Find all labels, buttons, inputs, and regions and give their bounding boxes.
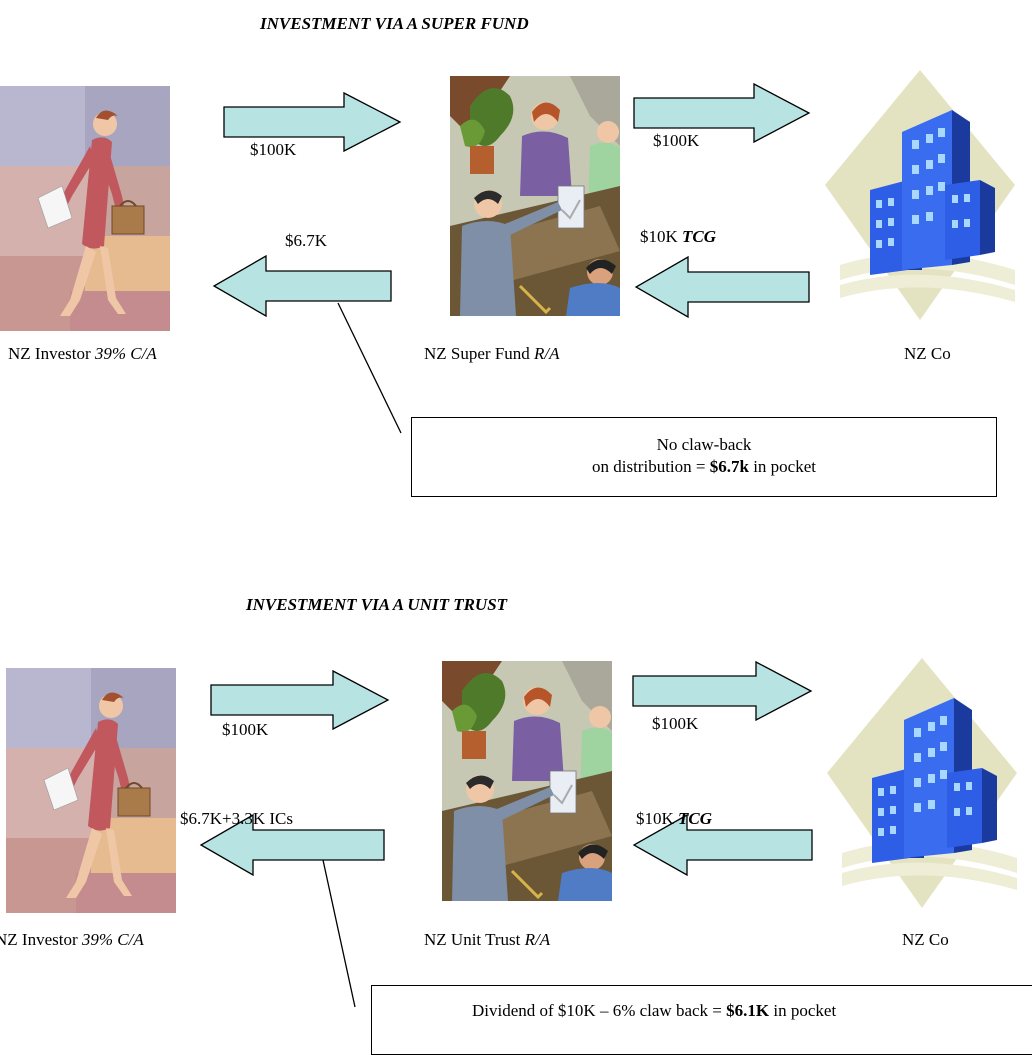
label-investor-to-fund-top: $100K [250, 140, 297, 159]
arrow-investor-to-fund-bottom [210, 669, 390, 731]
caption-super-fund: NZ Super Fund R/A [424, 344, 560, 363]
callout-line-bottom [322, 859, 356, 1008]
note-box-top: No claw-back on distribution = $6.7k in … [411, 417, 997, 497]
section-title-super-fund: INVESTMENT VIA A SUPER FUND [260, 14, 529, 33]
arrow-fund-to-investor-bottom [199, 813, 385, 877]
building-clipart-bottom [827, 658, 1017, 908]
caption-nz-co-top: NZ Co [904, 344, 951, 363]
caption-nz-co-bottom: NZ Co [902, 930, 949, 949]
note-top-line2: on distribution = $6.7k in pocket [592, 457, 816, 476]
building-clipart-top [825, 70, 1015, 320]
label-investor-to-fund-bottom: $100K [222, 720, 269, 739]
meeting-clipart-bottom [440, 659, 614, 903]
note-top-line1: No claw-back [656, 435, 752, 454]
meeting-clipart-top [448, 74, 622, 318]
arrow-company-to-fund-bottom [632, 813, 813, 877]
label-fund-to-investor-bottom: $6.7K+3.3K ICs [180, 809, 294, 828]
note-box-bottom: Dividend of $10K – 6% claw back = $6.1K … [371, 985, 1032, 1055]
label-company-to-fund-top: $10K TCG [640, 227, 717, 246]
label-company-to-fund-bottom: $10K TCG [636, 809, 713, 828]
callout-line-top [337, 302, 402, 434]
label-fund-to-company-bottom: $100K [652, 714, 699, 733]
arrow-fund-to-investor-top [212, 254, 392, 318]
label-fund-to-company-top: $100K [653, 131, 700, 150]
section-title-unit-trust: INVESTMENT VIA A UNIT TRUST [246, 595, 508, 614]
investor-clipart-bottom [5, 667, 177, 914]
arrow-investor-to-fund-top [223, 91, 402, 153]
arrow-fund-to-company-bottom [632, 660, 813, 722]
arrow-fund-to-company-top [633, 82, 811, 144]
caption-nz-investor-bottom: NZ Investor 39% C/A [0, 930, 144, 949]
caption-nz-investor-top: NZ Investor 39% C/A [8, 344, 157, 363]
investor-clipart-top [0, 85, 171, 332]
caption-unit-trust: NZ Unit Trust R/A [424, 930, 551, 949]
label-fund-to-investor-top: $6.7K [285, 231, 328, 250]
arrow-company-to-fund-top [634, 255, 810, 319]
